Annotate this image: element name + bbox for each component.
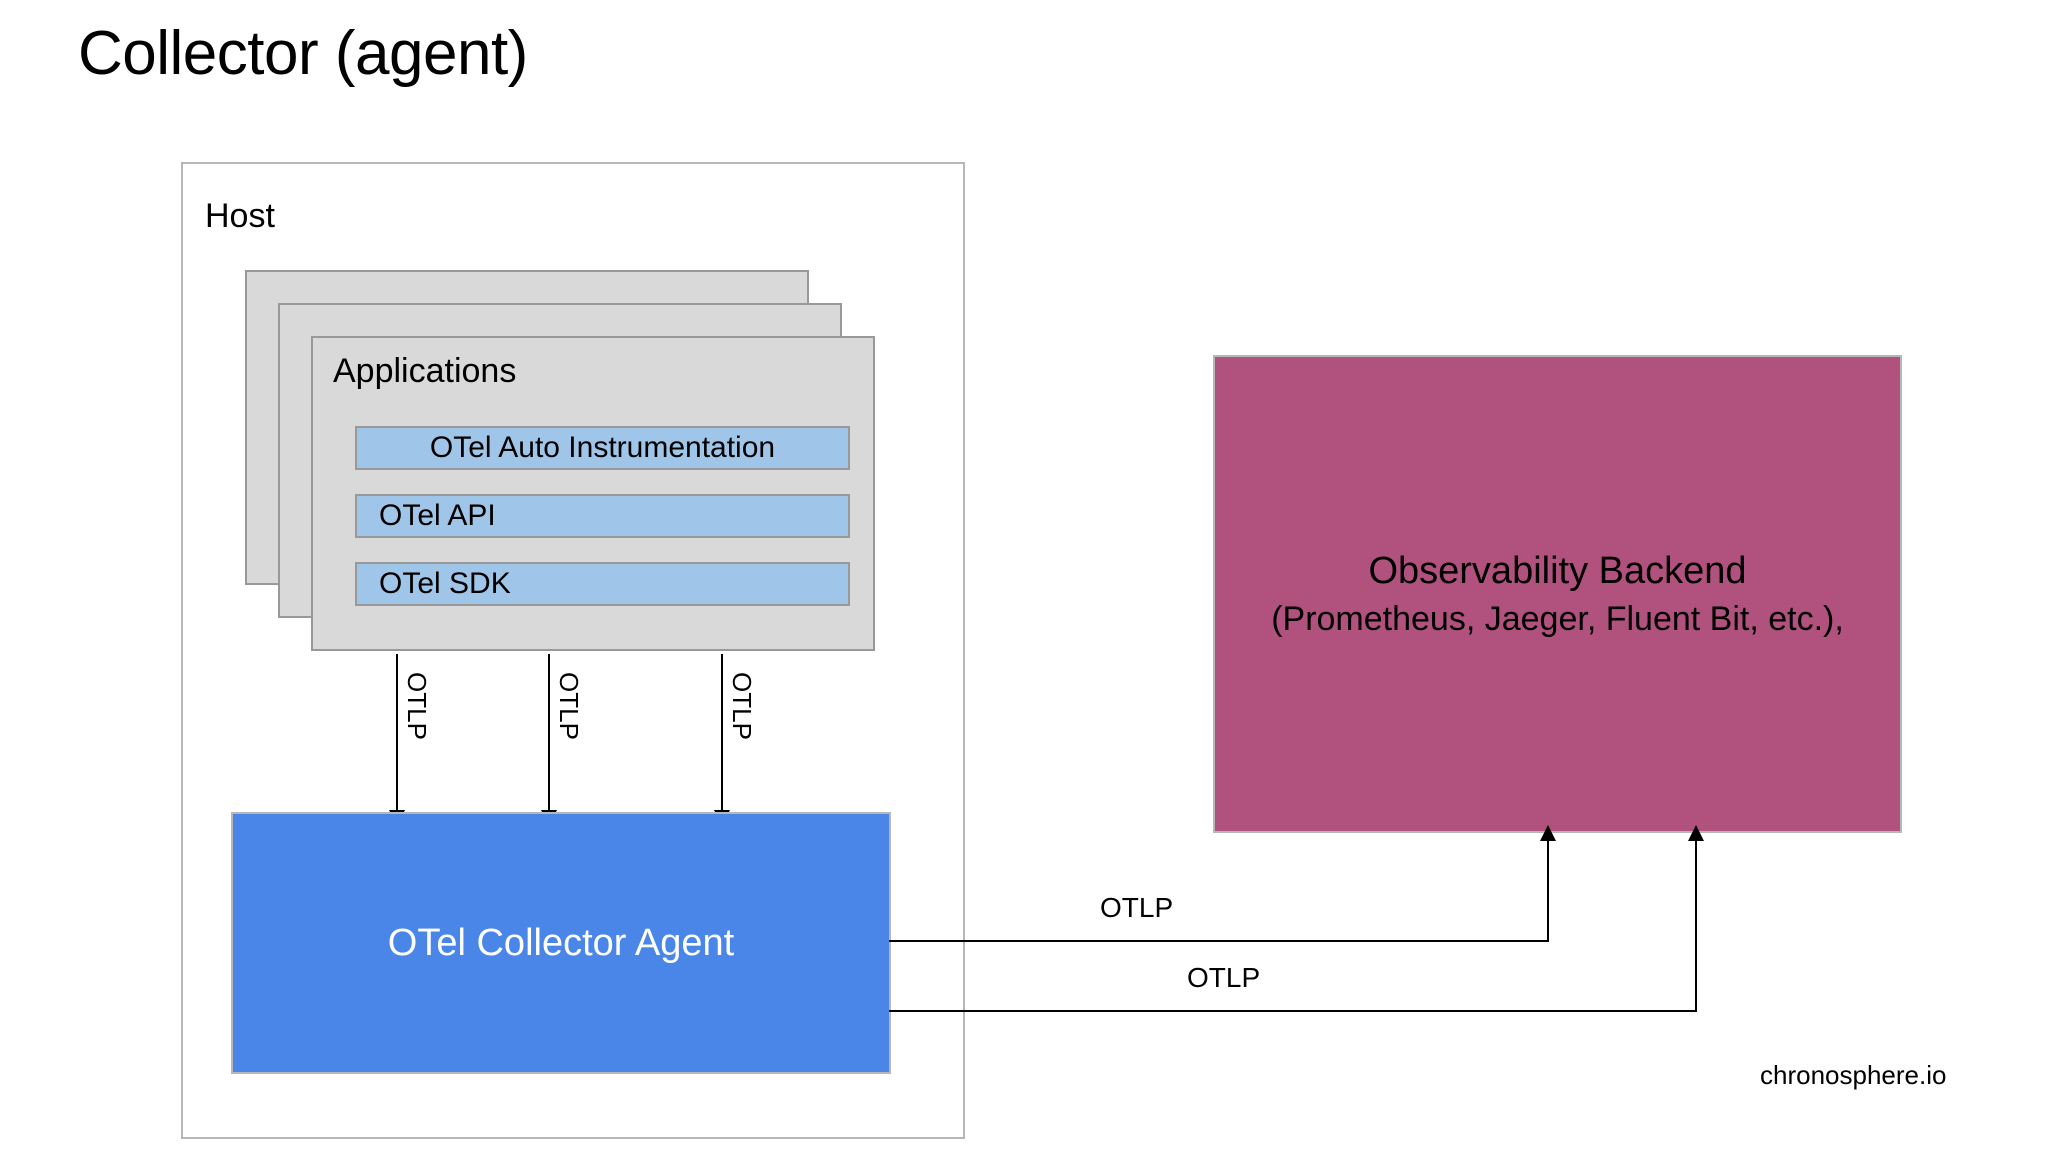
otlp-arrow-down-label-1: OTLP (402, 672, 432, 740)
applications-label: Applications (333, 352, 517, 390)
otlp-arrow-down-2 (541, 654, 557, 826)
brand-watermark: chronosphere.io (1760, 1060, 1947, 1090)
observability-backend-title: Observability Backend (1368, 550, 1747, 592)
otlp-arrow-down-label-2: OTLP (554, 672, 584, 740)
otel-api-bar: OTel API (355, 494, 850, 538)
page-title: Collector (agent) (78, 19, 528, 88)
otlp-arrow-down-1 (389, 654, 405, 826)
otlp-connector-2-horizontal (889, 1010, 1697, 1012)
observability-backend-box: Observability Backend (Prometheus, Jaege… (1213, 355, 1902, 833)
otlp-arrow-down-3 (714, 654, 730, 826)
otel-collector-agent-box: OTel Collector Agent (231, 812, 891, 1074)
otlp-arrow-down-label-3: OTLP (727, 672, 757, 740)
otlp-connector-1-label: OTLP (1100, 892, 1174, 923)
otlp-connector-2-label: OTLP (1187, 962, 1261, 993)
otel-sdk-bar: OTel SDK (355, 562, 850, 606)
otel-collector-agent-label: OTel Collector Agent (387, 922, 735, 964)
otlp-connector-2-vertical-arrow (1688, 825, 1704, 1012)
host-label: Host (205, 197, 275, 235)
otel-api-label: OTel API (379, 499, 496, 532)
otel-sdk-label: OTel SDK (379, 567, 511, 600)
observability-backend-subtitle: (Prometheus, Jaeger, Fluent Bit, etc.), (1271, 600, 1844, 638)
otlp-connector-1-vertical-arrow (1540, 825, 1556, 942)
otlp-connector-1-horizontal (889, 940, 1549, 942)
otel-auto-instrumentation-label: OTel Auto Instrumentation (429, 431, 776, 464)
otel-auto-instrumentation-bar: OTel Auto Instrumentation (355, 426, 850, 470)
